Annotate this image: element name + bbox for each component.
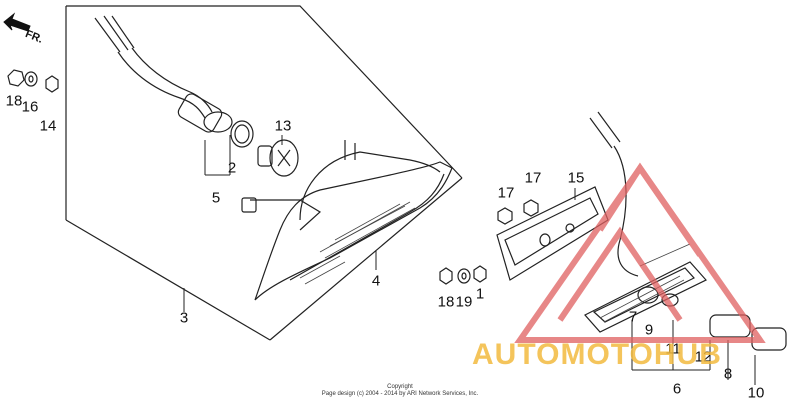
callout-5: 5 [211, 189, 221, 207]
callout-10: 10 [747, 384, 765, 402]
callout-18-middle: 18 [437, 293, 455, 311]
middle-fasteners [439, 265, 487, 285]
callout-6: 6 [672, 380, 682, 398]
callout-13: 13 [274, 117, 292, 135]
leader-lines [183, 135, 756, 385]
license-lens-hatching [599, 243, 691, 323]
callout-9: 9 [644, 321, 654, 339]
callout-12: 12 [694, 348, 712, 366]
watermark-text: AUTOMOTOHUB [472, 338, 722, 371]
callout-4: 4 [371, 272, 381, 290]
left-fasteners [7, 69, 59, 93]
bracket-nuts [497, 199, 539, 225]
callout-2: 2 [227, 159, 237, 177]
callout-11: 11 [665, 340, 681, 358]
bulb-socket-harness [94, 15, 254, 148]
copyright-line-2: Page design (c) 2004 - 2014 by ARI Netwo… [321, 390, 479, 397]
taillight-lens [241, 140, 453, 301]
callout-17-right: 17 [524, 169, 542, 187]
lens-hatching [299, 201, 416, 285]
callout-14: 14 [39, 117, 57, 135]
callout-1: 1 [475, 285, 485, 303]
copyright-line-1: Copyright [387, 384, 413, 390]
front-direction-arrow [3, 12, 31, 32]
watermark-logo [514, 162, 766, 343]
callout-17-left: 17 [497, 184, 515, 202]
bulb [257, 139, 299, 177]
callout-15: 15 [567, 169, 585, 187]
callout-8: 8 [723, 365, 733, 383]
callout-18-left: 18 [5, 92, 23, 110]
copyright-notice: Copyright Page design (c) 2004 - 2014 by… [322, 384, 478, 398]
taillight-assembly-outline [65, 5, 463, 341]
callout-3: 3 [179, 309, 189, 327]
callout-7: 7 [628, 308, 638, 326]
callout-16: 16 [21, 98, 39, 116]
callout-19: 19 [455, 293, 473, 311]
